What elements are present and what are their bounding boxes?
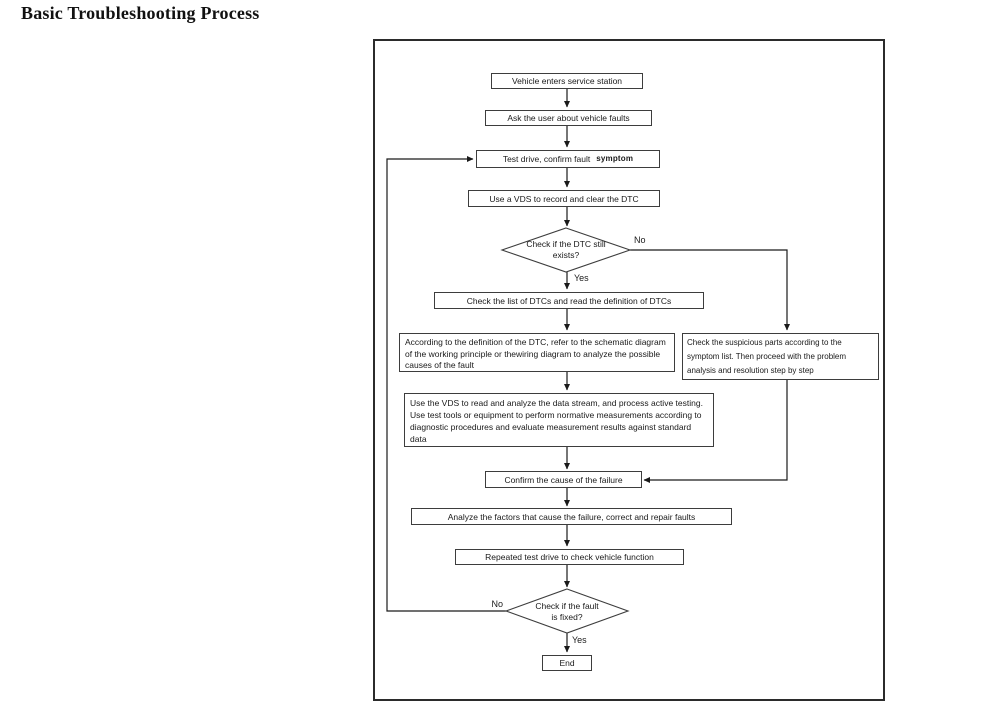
- branch-label-no-fixed: No: [491, 599, 503, 609]
- flow-node-test-drive-symptom: symptom: [596, 154, 634, 163]
- connector-diamond2-no-box3: [386, 156, 506, 612]
- flowchart-frame: Vehicle enters service station Ask the u…: [373, 39, 885, 701]
- flow-node-analyze-factors: Analyze the factors that cause the failu…: [411, 508, 732, 525]
- flow-node-use-vds-read: Use the VDS to read and analyze the data…: [404, 393, 714, 447]
- decision-dtc-exists-label: Check if the DTC still exists?: [526, 239, 606, 260]
- decision-fault-fixed-diamond: [504, 588, 630, 634]
- flow-node-confirm-cause: Confirm the cause of the failure: [485, 471, 642, 488]
- decision-dtc-exists-diamond: [500, 227, 632, 273]
- flow-node-test-drive: Test drive, confirm fault symptom: [476, 150, 660, 168]
- branch-label-yes-fixed: Yes: [572, 635, 587, 645]
- flow-node-vehicle-enters: Vehicle enters service station: [491, 73, 643, 89]
- decision-fault-fixed-label: Check if the fault is fixed?: [535, 601, 599, 622]
- flow-node-test-drive-text: Test drive, confirm fault: [502, 154, 591, 164]
- flowchart-connectors: [386, 88, 790, 653]
- flow-node-end: End: [542, 655, 592, 671]
- page-title: Basic Troubleshooting Process: [21, 3, 260, 23]
- branch-label-yes-dtc: Yes: [574, 273, 589, 283]
- flow-node-use-vds-clear: Use a VDS to record and clear the DTC: [468, 190, 660, 207]
- flow-node-ask-user: Ask the user about vehicle faults: [485, 110, 652, 126]
- flow-node-check-dtc-list: Check the list of DTCs and read the defi…: [434, 292, 704, 309]
- flow-node-suspicious-parts: Check the suspicious parts according to …: [682, 333, 879, 380]
- connector-box7-box9: [643, 379, 788, 483]
- flow-node-according-definition: According to the definition of the DTC, …: [399, 333, 675, 372]
- flow-node-repeat-test-drive: Repeated test drive to check vehicle fun…: [455, 549, 684, 565]
- branch-label-no-dtc: No: [634, 235, 646, 245]
- connector-diamond1-no-box7: [630, 249, 790, 331]
